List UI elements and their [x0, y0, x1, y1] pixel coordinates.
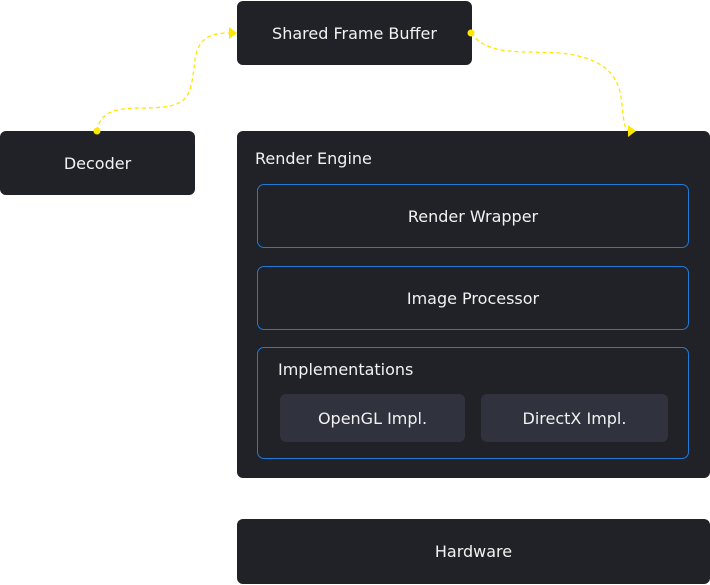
edge-frame-buffer-to-render-engine	[467, 29, 636, 137]
node-render-wrapper[interactable]: Render Wrapper	[257, 184, 689, 248]
node-opengl-impl[interactable]: OpenGL Impl.	[280, 394, 465, 442]
arrowhead-icon	[229, 27, 237, 39]
edge-start-dot	[93, 127, 101, 135]
node-label: Decoder	[63, 153, 132, 173]
group-label-render-engine: Render Engine	[255, 149, 372, 168]
group-label-implementations: Implementations	[278, 360, 414, 379]
edge-decoder-to-frame-buffer	[93, 27, 237, 135]
node-image-processor[interactable]: Image Processor	[257, 266, 689, 330]
node-label: OpenGL Impl.	[317, 408, 428, 428]
edge-start-dot	[467, 29, 475, 37]
node-label: DirectX Impl.	[522, 408, 627, 428]
node-label: Hardware	[434, 542, 513, 561]
node-shared-frame-buffer[interactable]: Shared Frame Buffer	[237, 1, 472, 65]
node-hardware[interactable]: Hardware	[237, 519, 710, 584]
arrowhead-icon	[628, 125, 636, 137]
node-directx-impl[interactable]: DirectX Impl.	[481, 394, 668, 442]
group-implementations[interactable]	[257, 347, 689, 459]
node-label: Image Processor	[406, 288, 540, 308]
node-label: Shared Frame Buffer	[272, 23, 437, 43]
node-decoder[interactable]: Decoder	[0, 131, 195, 195]
node-label: Render Wrapper	[407, 206, 539, 226]
